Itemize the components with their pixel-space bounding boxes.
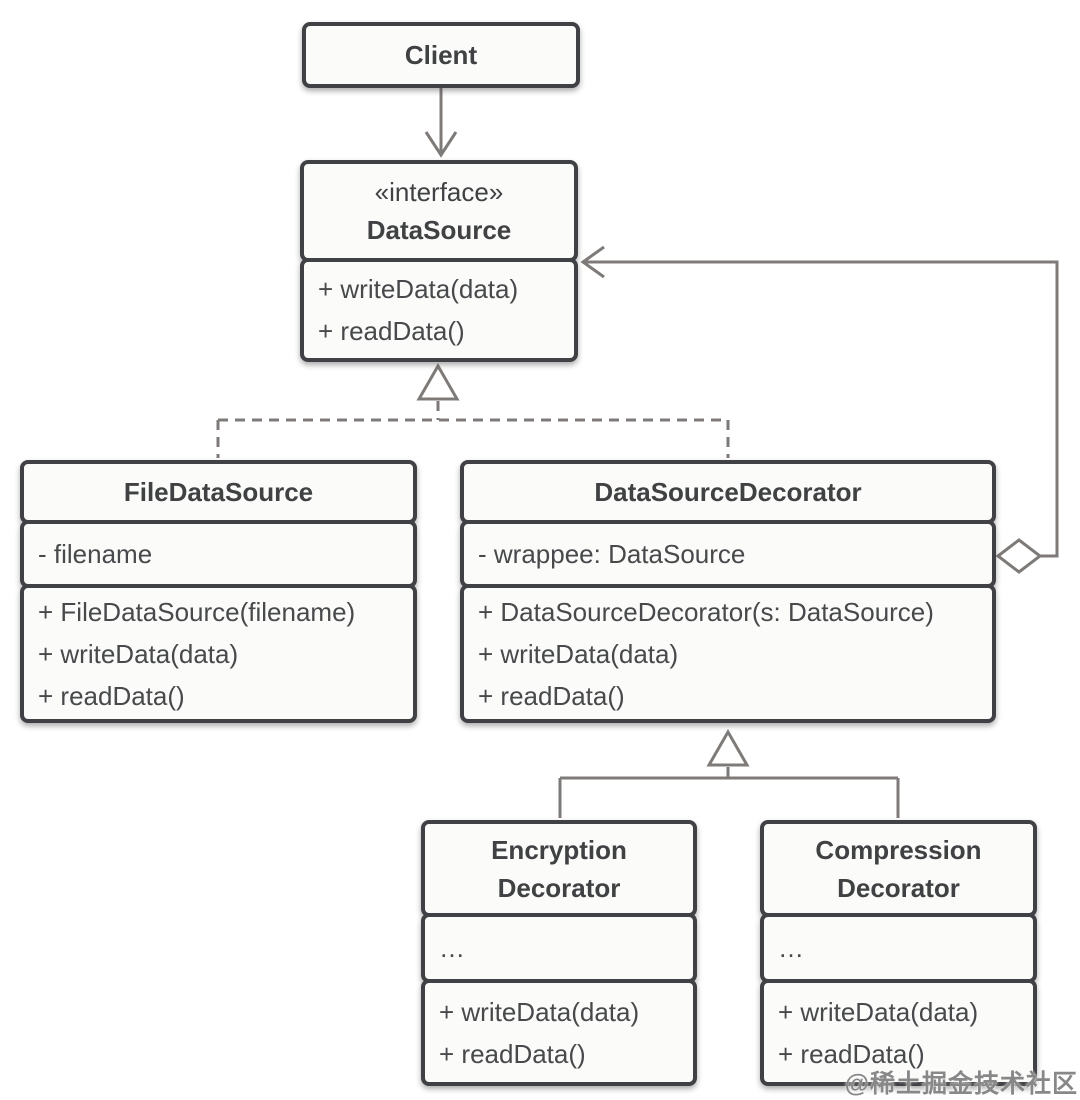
- method-item: + writeData(data): [778, 996, 979, 1027]
- compressiondecorator-fields: …: [760, 913, 1037, 983]
- class-name-encryptiondecorator-line2: Decorator: [497, 872, 621, 903]
- encryptiondecorator-fields: …: [421, 913, 697, 983]
- encryptiondecorator-header: Encryption Decorator: [421, 820, 697, 917]
- class-box-encryptiondecorator: Encryption Decorator … + writeData(data)…: [421, 820, 697, 1086]
- filedatasource-fields: - filename: [20, 520, 417, 588]
- class-box-filedatasource: FileDataSource - filename + FileDataSour…: [20, 460, 417, 723]
- compressiondecorator-methods: + writeData(data) + readData(): [760, 979, 1037, 1086]
- compressiondecorator-header: Compression Decorator: [760, 820, 1037, 917]
- field-item: …: [439, 933, 465, 963]
- client-to-datasource-arrow: [424, 88, 458, 158]
- datasource-header: «interface» DataSource: [300, 160, 578, 262]
- client-header: Client: [302, 22, 580, 88]
- aggregation-connector: [580, 245, 1059, 574]
- realization-connector: [216, 362, 730, 458]
- class-name-encryptiondecorator-line1: Encryption: [491, 834, 627, 865]
- method-item: + readData(): [38, 680, 185, 711]
- encryptiondecorator-methods: + writeData(data) + readData(): [421, 979, 697, 1086]
- method-item: + writeData(data): [318, 274, 519, 304]
- stereotype-label: «interface»: [374, 177, 504, 207]
- method-item: + readData(): [478, 680, 625, 711]
- class-box-datasourcedecorator: DataSourceDecorator - wrappee: DataSourc…: [460, 460, 996, 723]
- class-name-compressiondecorator-line1: Compression: [815, 834, 982, 865]
- method-item: + writeData(data): [439, 996, 640, 1027]
- method-item: + FileDataSource(filename): [38, 596, 356, 627]
- method-item: + writeData(data): [38, 638, 239, 669]
- watermark-text: @稀土掘金技术社区: [844, 1070, 1078, 1098]
- class-name-compressiondecorator-line2: Decorator: [837, 872, 960, 903]
- datasourcedecorator-fields: - wrappee: DataSource: [460, 520, 996, 588]
- class-name-client: Client: [404, 40, 478, 70]
- field-item: - filename: [38, 539, 153, 569]
- class-name-filedatasource: FileDataSource: [123, 477, 314, 507]
- class-box-compressiondecorator: Compression Decorator … + writeData(data…: [760, 820, 1037, 1086]
- class-box-client: Client: [302, 22, 580, 88]
- class-name-datasourcedecorator: DataSourceDecorator: [594, 477, 862, 507]
- datasourcedecorator-header: DataSourceDecorator: [460, 460, 996, 524]
- inheritance-connector: [558, 728, 900, 818]
- datasourcedecorator-methods: + DataSourceDecorator(s: DataSource) + w…: [460, 584, 996, 723]
- filedatasource-methods: + FileDataSource(filename) + writeData(d…: [20, 584, 417, 723]
- field-item: …: [778, 933, 804, 963]
- method-item: + readData(): [439, 1038, 586, 1069]
- class-box-datasource: «interface» DataSource + writeData(data)…: [300, 160, 578, 362]
- class-name-datasource: DataSource: [366, 215, 512, 245]
- method-item: + writeData(data): [478, 638, 679, 669]
- method-item: + readData(): [778, 1038, 925, 1069]
- filedatasource-header: FileDataSource: [20, 460, 417, 524]
- field-item: - wrappee: DataSource: [478, 539, 746, 569]
- datasource-methods: + writeData(data) + readData(): [300, 258, 578, 362]
- method-item: + DataSourceDecorator(s: DataSource): [478, 596, 934, 627]
- method-item: + readData(): [318, 316, 465, 346]
